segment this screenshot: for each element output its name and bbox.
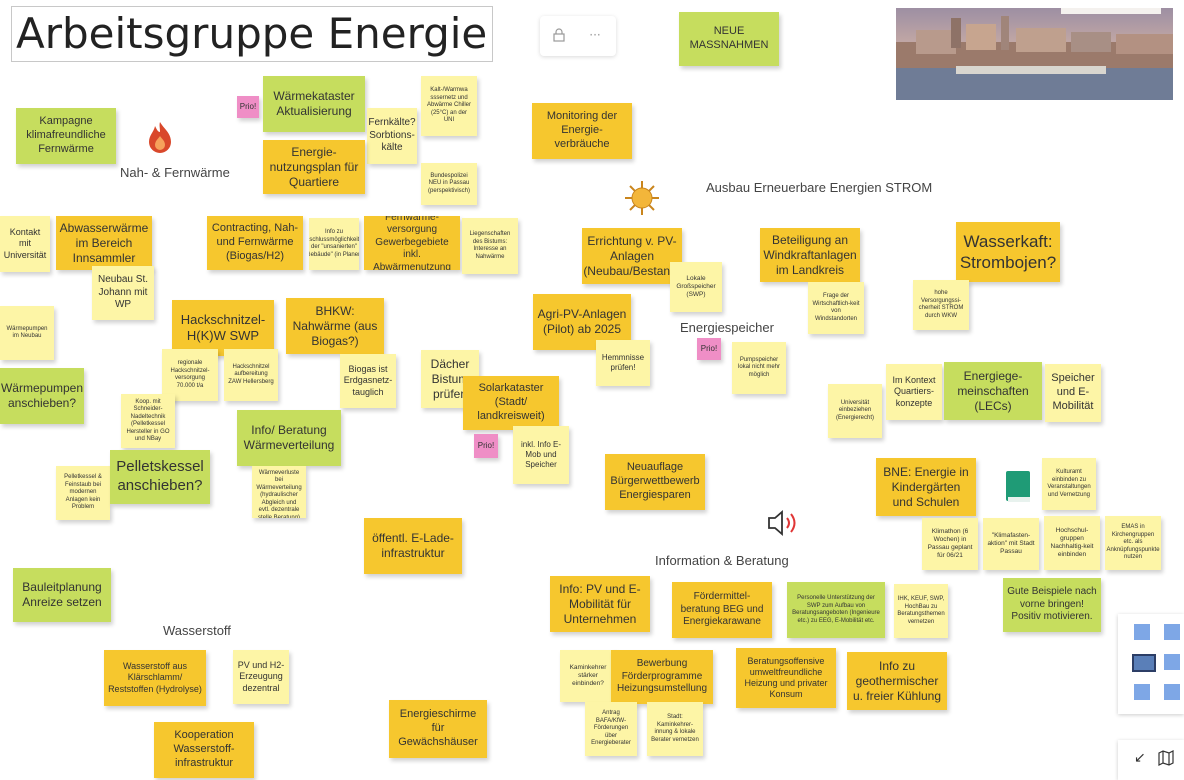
note-info-emob[interactable]: inkl. Info E-Mob und Speicher: [513, 426, 569, 484]
note-kalt-warmwasser[interactable]: Kalt-/Warmwa sssernetz und Abwärme Chill…: [421, 76, 477, 136]
note-kontakt-uni[interactable]: Kontakt mit Universität: [0, 216, 50, 272]
note-prio-solar[interactable]: Prio!: [474, 434, 498, 458]
minimap-panel[interactable]: [1118, 614, 1184, 714]
note-prio-speicher[interactable]: Prio!: [697, 338, 721, 360]
note-hackschnitzel[interactable]: Hackschnitzel-H(K)W SWP: [172, 300, 274, 356]
note-energienutzungsplan[interactable]: Energie-nutzungsplan für Quartiere: [263, 140, 365, 194]
flame-icon[interactable]: [146, 120, 174, 158]
note-prio[interactable]: Prio!: [237, 96, 259, 118]
note-agri-pv[interactable]: Agri-PV-Anlagen (Pilot) ab 2025: [533, 294, 631, 350]
section-label-ausbau-strom: Ausbau Erneuerbare Energien STROM: [706, 180, 933, 195]
note-energiegemeinschaften[interactable]: Energiege-meinschaften (LECs): [944, 362, 1042, 420]
note-neubau-johann[interactable]: Neubau St. Johann mit WP: [92, 266, 154, 320]
lock-icon[interactable]: [544, 16, 574, 54]
note-bundespolizei[interactable]: Bundespolizei NEU in Passau (perspektivi…: [421, 163, 477, 205]
note-koop-schneider[interactable]: Koop. mit Schneider-Nadeltechnik (Pellet…: [121, 394, 175, 448]
note-bewerbung[interactable]: Bewerbung Förderprogramme Heizungsumstel…: [611, 650, 713, 704]
note-klimafasten[interactable]: "Klimafasten-aktion" mit Stadt Passau: [983, 518, 1039, 570]
more-options-button[interactable]: ···: [589, 28, 601, 42]
note-beratungsoffensive[interactable]: Beratungsoffensive umweltfreundliche Hei…: [736, 648, 836, 708]
note-waermekataster[interactable]: Wärmekataster Aktualisierung: [263, 76, 365, 132]
note-hohe-waermeverluste[interactable]: hohe Wärmeverluste bei Wärmeverteilung (…: [252, 466, 306, 518]
note-biogas[interactable]: Biogas ist Erdgasnetz-tauglich: [340, 354, 396, 408]
note-fernwaerme-gewerbe[interactable]: Fernwärme-versorgung Gewerbegebiete inkl…: [364, 216, 460, 270]
note-windkraft[interactable]: Beteiligung an Windkraftanlagen im Landk…: [760, 228, 860, 282]
note-info-anschluss[interactable]: Info zu Anschlussmöglichkeiten der "unsa…: [309, 218, 359, 270]
note-fernkaelte[interactable]: Fernkälte? Sorbtions-kälte: [367, 108, 417, 164]
note-klimathon[interactable]: Klimathon (6 Wochen) in Passau geplant f…: [922, 518, 978, 570]
section-label-energiespeicher: Energiespeicher: [680, 320, 774, 335]
note-personelle[interactable]: Personelle Unterstützung der SWP zum Auf…: [787, 582, 885, 638]
note-waermepumpen-anschieben[interactable]: Wärmepumpen anschieben?: [0, 368, 84, 424]
note-hack-aufbereitung[interactable]: Hackschnitzel aufbereitung ZAW Hellersbe…: [224, 349, 278, 401]
note-ihk[interactable]: IHK, KEUF, SWP, HochBau zu Beratungsthem…: [894, 584, 948, 638]
note-versorgung[interactable]: hohe Versorgungssi-cherheit STROM durch …: [913, 280, 969, 330]
board-toolbar: ···: [540, 16, 616, 56]
note-kampagne[interactable]: Kampagne klimafreundliche Fernwärme: [16, 108, 116, 164]
note-energieschirme[interactable]: Energieschirme für Gewächshäuser: [389, 700, 487, 758]
sun-icon[interactable]: [624, 180, 660, 220]
note-frage-wind[interactable]: Frage der Wirtschaftlich-keit von Windst…: [808, 282, 864, 334]
minimap-tile[interactable]: [1164, 624, 1180, 640]
note-bne[interactable]: BNE: Energie in Kindergärten und Schulen: [876, 458, 976, 516]
note-lokale-speicher[interactable]: Lokale Großspeicher (SWP): [670, 262, 722, 312]
note-kooperation-h2[interactable]: Kooperation Wasserstoff-infrastruktur: [154, 722, 254, 778]
note-foerdermittel[interactable]: Fördermittel-beratung BEG und Energiekar…: [672, 582, 772, 638]
note-pv-h2[interactable]: PV und H2-Erzeugung dezentral: [233, 650, 289, 704]
minimap-tile[interactable]: [1164, 684, 1180, 700]
note-pelletskessel-feinstaub[interactable]: Pelletkessel & Feinstaub bei modernen An…: [56, 466, 110, 520]
note-quartierskonzepte[interactable]: Im Kontext Quartiers-konzepte: [886, 364, 942, 420]
map-icon[interactable]: [1158, 750, 1174, 770]
book-icon[interactable]: [1004, 470, 1032, 508]
note-bauleitplanung[interactable]: Bauleitplanung Anreize setzen: [13, 568, 111, 622]
note-kaminkehrer[interactable]: Kaminkehrer stärker einbinden?: [560, 650, 616, 702]
note-geothermie[interactable]: Info zu geothermischer u. freier Kühlung: [847, 652, 947, 710]
minimap-tile[interactable]: [1164, 654, 1180, 670]
section-label-information-beratung: Information & Beratung: [655, 553, 789, 568]
note-pumpspeicher[interactable]: Pumpspeicher lokal nicht mehr möglich: [732, 342, 786, 394]
minimap-tile[interactable]: [1134, 684, 1150, 700]
note-bhkw[interactable]: BHKW: Nahwärme (aus Biogas?): [286, 298, 384, 354]
note-neue-massnahmen[interactable]: NEUE MASSNAHMEN: [679, 12, 779, 66]
note-solarkataster[interactable]: Solarkataster (Stadt/ landkreisweit): [463, 376, 559, 430]
note-contracting[interactable]: Contracting, Nah- und Fernwärme (Biogas/…: [207, 216, 303, 270]
note-gute-beispiele[interactable]: Gute Beispiele nach vorne bringen! Posit…: [1003, 578, 1101, 632]
note-liegenschaften[interactable]: Liegenschaften des Bistums: Interesse an…: [462, 218, 518, 274]
note-waermepumpen-neubau[interactable]: Wärmepumpen im Neubau: [0, 306, 54, 360]
note-antrag-bafa[interactable]: Antrag BAFA/KfW-Förderungen über Energie…: [585, 702, 637, 756]
city-photo[interactable]: [896, 8, 1173, 100]
note-monitoring[interactable]: Monitoring der Energie-verbräuche: [532, 103, 632, 159]
note-wasserkraft[interactable]: Wasserkaft: Strombojen?: [956, 222, 1060, 282]
note-buergerwettbewerb[interactable]: Neuauflage Bürgerwettbewerb Energiespare…: [605, 454, 705, 510]
section-label-wasserstoff: Wasserstoff: [163, 623, 231, 638]
board-title[interactable]: Arbeitsgruppe Energie: [11, 6, 493, 62]
note-speicher-emob[interactable]: Speicher und E-Mobilität: [1045, 364, 1101, 422]
speaker-icon[interactable]: [766, 508, 802, 542]
note-info-pv-emob[interactable]: Info: PV und E-Mobilität für Unternehmen: [550, 576, 650, 632]
note-pelletskessel[interactable]: Pelletskessel anschieben?: [110, 450, 210, 504]
note-emas[interactable]: EMAS in Kirchengruppen etc. als Anknüpfu…: [1105, 516, 1161, 570]
note-hemmnisse[interactable]: Hemmnisse prüfen!: [596, 340, 650, 386]
note-kulturamt[interactable]: Kulturamt einbinden zu Veranstaltungen u…: [1042, 458, 1096, 510]
note-e-lade[interactable]: öffentl. E-Lade-infrastruktur: [364, 518, 462, 574]
note-pv-anlagen[interactable]: Errichtung v. PV-Anlagen (Neubau/Bestand…: [582, 228, 682, 284]
note-regionale-hackschnitzel[interactable]: regionale Hackschnitzel-versorgung 70.00…: [162, 349, 218, 401]
note-hochschulgruppen[interactable]: Hochschul-gruppen Nachhaltig-keit einbin…: [1044, 516, 1100, 570]
note-abwasserwaerme[interactable]: Abwasserwärme im Bereich Innsammler: [56, 216, 152, 270]
note-wasserstoff-klaerschlamm[interactable]: Wasserstoff aus Klärschlamm/ Reststoffen…: [104, 650, 206, 706]
note-stadt-kaminkehrer[interactable]: Stadt: Kaminkehrer-innung & lokale Berat…: [647, 702, 703, 756]
section-label-nah-fernwaerme: Nah- & Fernwärme: [120, 165, 230, 180]
note-info-beratung-waermeverteilung[interactable]: Info/ Beratung Wärmeverteilung: [237, 410, 341, 466]
note-uni-einbeziehen[interactable]: Universität einbeziehen (Energierecht): [828, 384, 882, 438]
minimap-tile[interactable]: [1134, 624, 1150, 640]
minimap-tile-active[interactable]: [1132, 654, 1156, 672]
view-controls: ↙: [1118, 740, 1184, 780]
minimize-icon[interactable]: ↙: [1134, 750, 1146, 766]
